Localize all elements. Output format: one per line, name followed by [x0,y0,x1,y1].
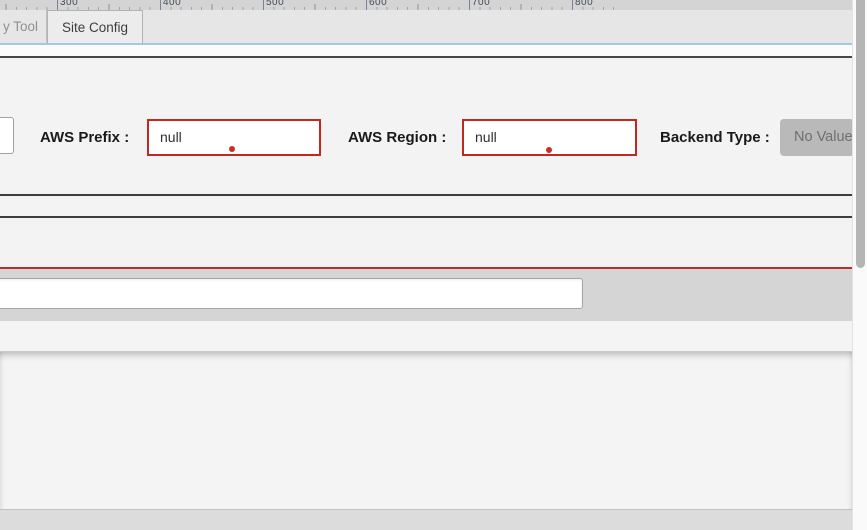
backend-type-value: No Value [794,129,853,145]
tab-site-config[interactable]: Site Config [47,10,143,43]
ruler-label-500: 500 [266,0,285,8]
aws-prefix-error-dot-icon [229,146,235,152]
tab-tool-truncated[interactable]: y Tool [0,10,47,43]
aws-region-input[interactable]: null [462,119,637,156]
vertical-scrollbar[interactable] [852,0,867,530]
truncated-input-left[interactable] [0,117,14,154]
scrollbar-thumb[interactable] [856,0,865,268]
ruler-label-600: 600 [369,0,388,8]
section-divider-2 [0,216,852,218]
backend-type-label: Backend Type : [660,129,770,146]
section-divider-1 [0,194,852,196]
content-panel [0,351,852,510]
aws-region-error-dot-icon [546,147,552,153]
ruler-ticks [0,0,614,10]
footer-bar: i [0,509,852,530]
ruler-label-800: 800 [575,0,594,8]
header-divider [0,56,852,58]
spacer-band [0,321,852,351]
aws-region-label: AWS Region : [348,129,447,146]
wide-text-input[interactable] [0,278,583,309]
ruler-label-700: 700 [472,0,491,8]
aws-prefix-value: null [160,129,182,145]
tabbar-gap [0,45,852,56]
tab-label: Site Config [61,19,129,35]
ruler-label-300: 300 [60,0,79,8]
aws-prefix-label: AWS Prefix : [40,129,130,146]
aws-prefix-input[interactable]: null [147,119,321,156]
section-divider-red [0,267,852,269]
backend-type-dropdown[interactable]: No Value [780,119,854,156]
aws-region-value: null [475,129,497,145]
tab-bar: y Tool Site Config [0,10,852,45]
ruler-label-400: 400 [163,0,182,8]
tab-label: y Tool [3,19,39,34]
